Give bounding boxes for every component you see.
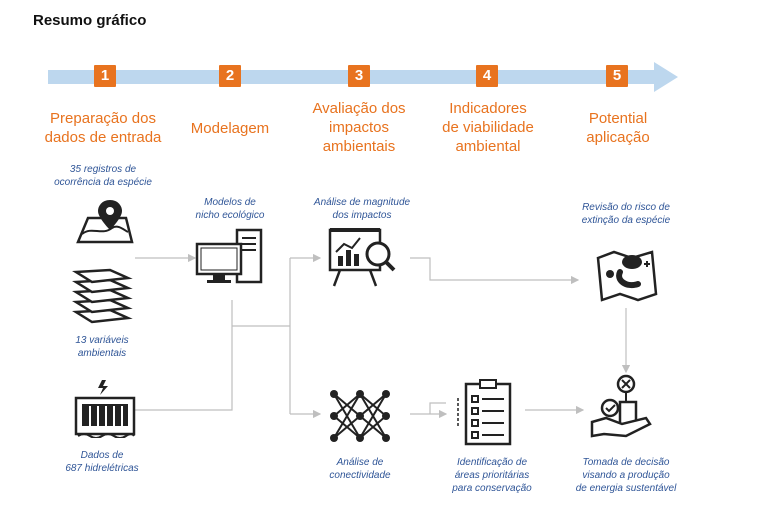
step-2-badge: 2 [219,65,241,87]
caption-priority-areas: Identificação de áreas prioritárias para… [452,457,532,494]
chart-board-icon [328,228,396,287]
species-map-icon [596,250,658,302]
caption-variables: 13 variáveis ambientais [75,335,129,359]
checklist-icon [457,379,512,446]
caption-extinction-risk: Revisão do risco de extinção da espécie [581,202,671,226]
step-3-badge: 3 [348,65,370,87]
dam-icon [74,380,136,438]
caption-niche-models: Modelos de nicho ecológico [195,197,265,221]
caption-decision: Tomada de decisão visando a produção de … [575,457,677,494]
caption-connectivity: Análise de conectividade [329,457,391,481]
step-5-badge: 5 [606,65,628,87]
caption-dams: Dados de 687 hidrelétricas [65,450,139,474]
map-pin-icon [76,200,134,244]
step-3-label: Avaliação dos impactos ambientais [312,100,406,155]
step-1-label: Preparação dos dados de entrada [44,110,162,146]
step-2-label: Modelagem [190,120,270,137]
page-title: Resumo gráfico [33,12,147,29]
step-5-label: Potential aplicação [586,110,650,146]
layers-icon [72,268,133,324]
network-icon [330,390,390,442]
caption-occurrences: 35 registros de ocorrência da espécie [54,164,152,188]
step-4-label: Indicadores de viabilidade ambiental [442,100,534,155]
computer-icon [195,228,263,284]
decision-hand-icon [590,374,652,438]
caption-magnitude: Análise de magnitude dos impactos [313,197,411,221]
step-1-badge: 1 [94,65,116,87]
step-4-badge: 4 [476,65,498,87]
